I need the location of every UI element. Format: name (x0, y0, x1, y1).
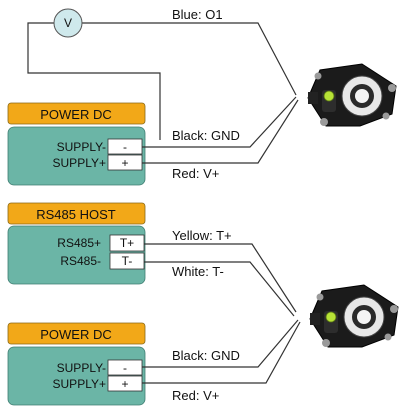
power-dc-bottom-header (7, 322, 146, 345)
blue-wire (82, 22, 297, 96)
power-dc-top-title: POWER DC (40, 107, 112, 122)
voltmeter-loop-wire (27, 22, 161, 140)
rs485-plus-value: T+ (120, 236, 134, 250)
wire-label-black-top: Black: GND (172, 128, 240, 143)
rs485-minus-value: T- (122, 254, 133, 268)
power-dc-top-supply-plus-value: + (121, 156, 128, 170)
voltmeter-circuit: V Blue: O1 (27, 7, 297, 140)
sensor-bottom-icon (309, 284, 399, 348)
power-dc-bottom-supply-minus-value: - (123, 361, 127, 375)
power-dc-bottom-title: POWER DC (40, 327, 112, 342)
voltmeter-label: V (64, 16, 72, 30)
red-wire-top (142, 99, 299, 164)
black-wire-top (142, 96, 297, 148)
yellow-wire (144, 243, 297, 313)
wire-label-red-bottom: Red: V+ (172, 388, 219, 403)
power-dc-top-supply-minus-label: SUPPLY- (57, 140, 106, 154)
red-wire-bottom (142, 321, 301, 384)
wire-label-black-bottom: Black: GND (172, 348, 240, 363)
power-dc-top-supply-plus-label: SUPPLY+ (53, 156, 106, 170)
rs485-host-header (7, 202, 146, 225)
rs485-host-title: RS485 HOST (36, 207, 116, 222)
power-dc-top: POWER DC SUPPLY- - SUPPLY+ + (7, 102, 146, 186)
wire-label-yellow: Yellow: T+ (172, 228, 232, 243)
rs485-minus-terminal (109, 252, 145, 270)
black-wire-bottom (142, 319, 299, 368)
wire-label-white: White: T- (172, 264, 224, 279)
wire-label-blue: Blue: O1 (172, 7, 223, 22)
rs485-plus-label: RS485+ (57, 236, 101, 250)
white-wire (144, 261, 295, 317)
power-dc-bottom-supply-minus-label: SUPPLY- (57, 361, 106, 375)
power-dc-bottom-supply-plus-label: SUPPLY+ (53, 377, 106, 391)
power-dc-bottom-supply-plus-value: + (121, 377, 128, 391)
power-dc-top-supply-minus-value: - (123, 140, 127, 154)
rs485-minus-label: RS485- (60, 254, 101, 268)
power-dc-top-header (7, 102, 146, 125)
voltmeter-icon (53, 8, 83, 38)
power-dc-bottom: POWER DC SUPPLY- - SUPPLY+ + (7, 322, 146, 406)
rs485-host: RS485 HOST RS485+ T+ RS485- T- (7, 202, 146, 285)
sensor-top-icon (307, 63, 397, 127)
wire-label-red-top: Red: V+ (172, 166, 219, 181)
rs485-plus-terminal (109, 234, 145, 252)
